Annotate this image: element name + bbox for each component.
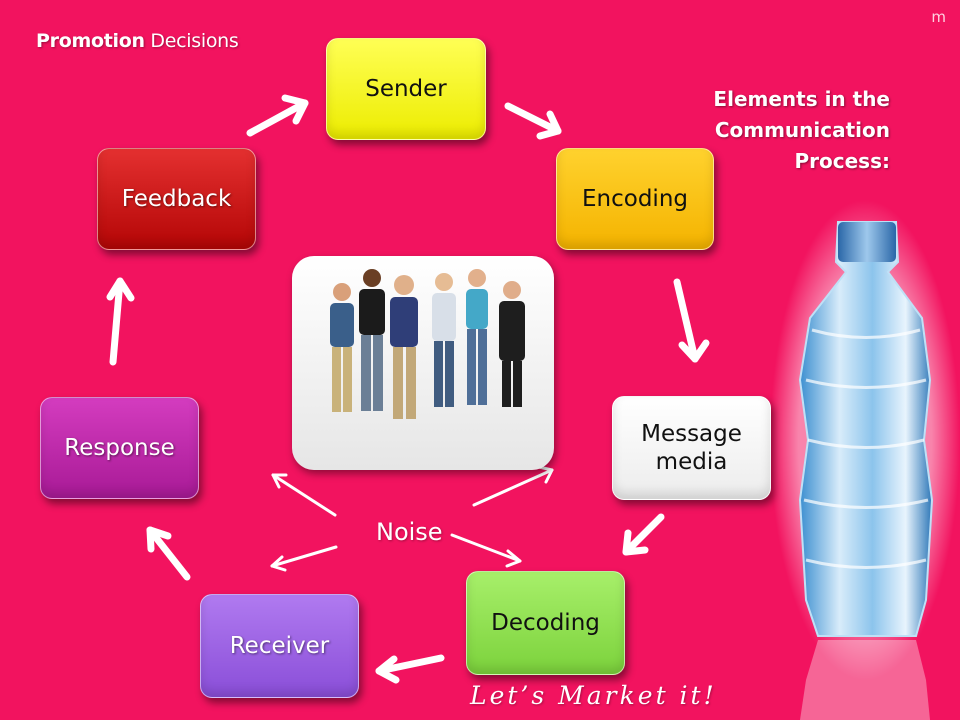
decoding-box: Decoding [466, 571, 625, 675]
noise-label: Noise [376, 518, 443, 546]
slide-title-rest: Decisions [144, 30, 239, 52]
arrow-encoding-to-message [673, 278, 710, 363]
decoding-label: Decoding [491, 610, 600, 636]
side-heading-line2: Communication [714, 118, 890, 142]
sender-box: Sender [326, 38, 486, 140]
encoding-label: Encoding [582, 186, 688, 212]
noise-arrow-right [450, 533, 522, 568]
noise-arrow-left [270, 545, 338, 572]
arrow-sender-to-encoding [504, 102, 562, 140]
response-box: Response [40, 397, 199, 499]
tagline: Let’s Market it! [470, 681, 717, 710]
noise-arrow-upper-left [271, 473, 337, 517]
message-label-line1: Message [641, 421, 742, 447]
message-media-box: Message media [612, 396, 771, 500]
feedback-box: Feedback [97, 148, 256, 250]
people-photo-frame [292, 256, 554, 470]
arrow-receiver-to-response [146, 526, 191, 581]
receiver-label: Receiver [229, 633, 330, 659]
arrow-response-to-feedback [106, 277, 135, 366]
encoding-box: Encoding [556, 148, 714, 250]
noise-arrow-upper-right [472, 465, 554, 507]
sender-label: Sender [365, 76, 447, 102]
side-heading: Elements in the Communication Process: [670, 84, 890, 177]
slide-title: Promotion Decisions [36, 30, 239, 52]
arrow-message-to-decoding [622, 513, 665, 556]
message-label-line2: media [655, 449, 728, 475]
slide-title-bold: Promotion [36, 30, 145, 52]
side-heading-line1: Elements in the [713, 87, 890, 111]
receiver-box: Receiver [200, 594, 359, 698]
feedback-label: Feedback [121, 186, 232, 212]
arrow-decoding-to-receiver [375, 654, 445, 684]
group-of-people-photo [330, 269, 525, 419]
response-label: Response [64, 435, 175, 461]
arrow-feedback-to-sender [246, 94, 309, 137]
corner-mark: m [931, 8, 946, 26]
side-heading-line3: Process: [794, 149, 891, 173]
